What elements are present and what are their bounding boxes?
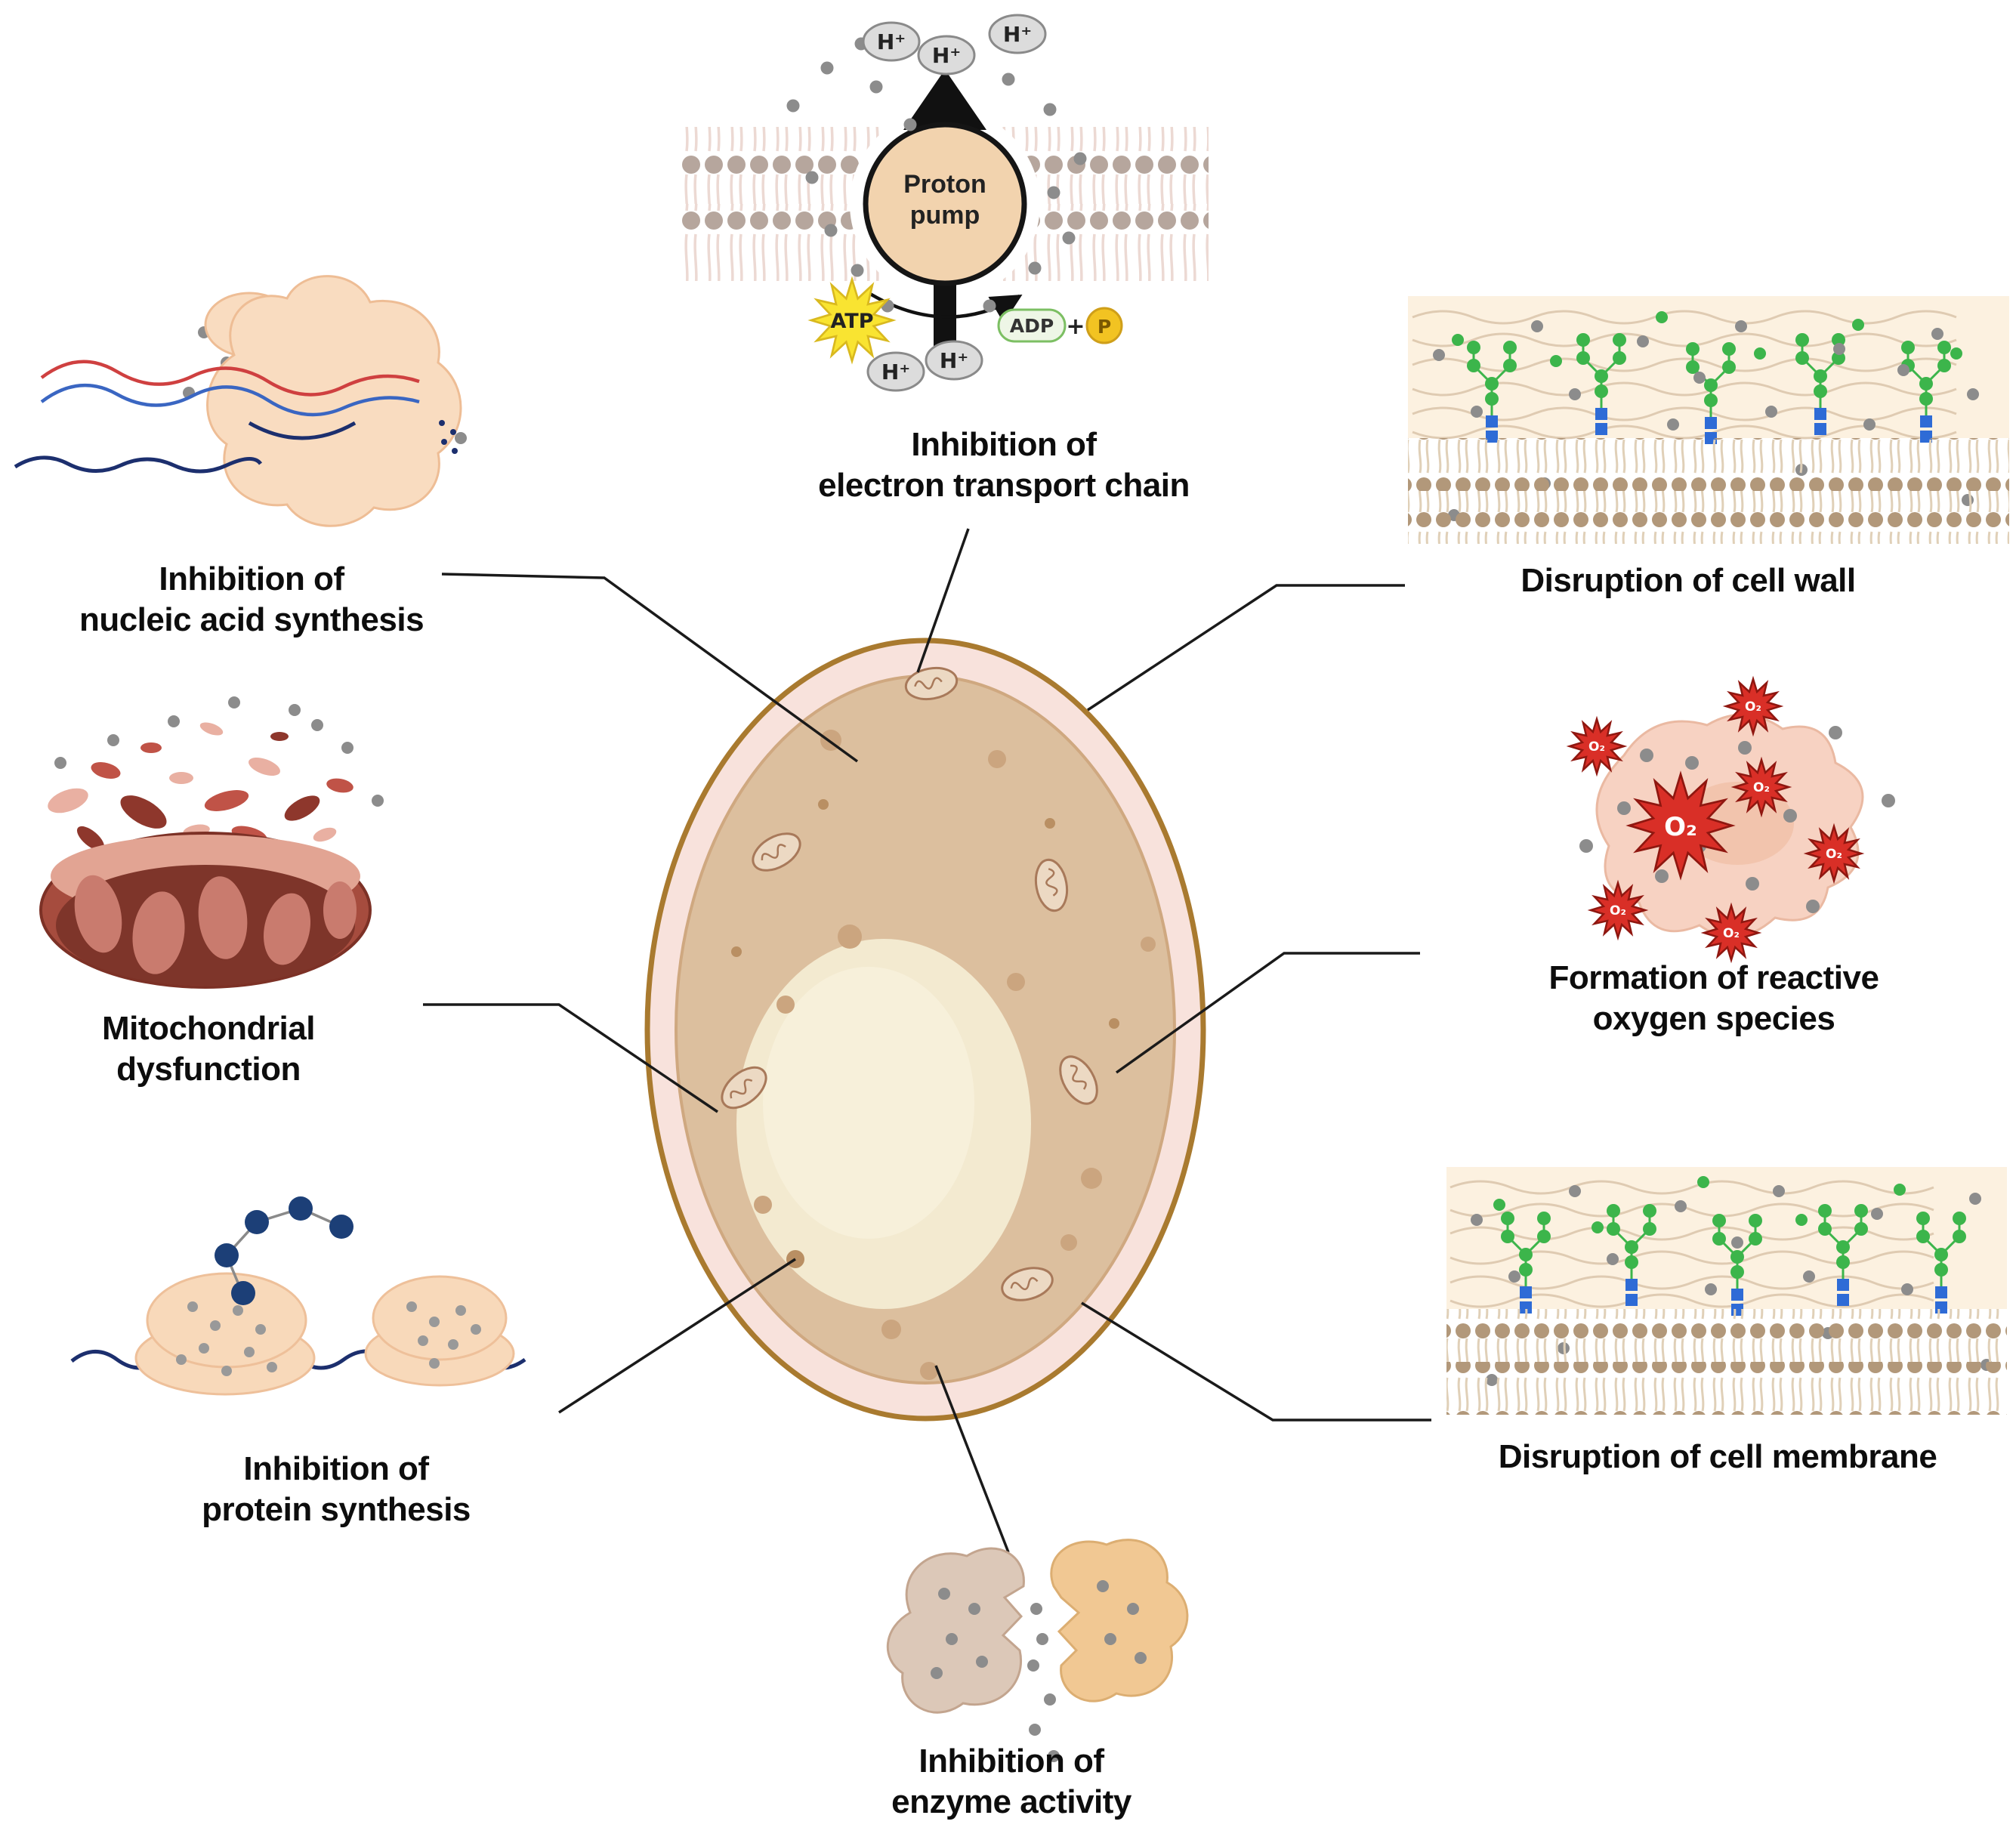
svg-text:O₂: O₂ xyxy=(1723,926,1740,941)
cell-membrane-illustration xyxy=(1446,1167,2007,1415)
label-nucleic-acid-synthesis: Inhibition of nucleic acid synthesis xyxy=(79,560,425,638)
atp-starburst: ATP xyxy=(811,279,893,361)
cell-wall-illustration xyxy=(1408,296,2009,544)
connector-nucleic-acid xyxy=(441,573,859,763)
damaged-mitochondrion-illustration xyxy=(39,696,384,989)
connector-mitochondrial xyxy=(423,1003,718,1113)
label-enzyme-activity: Inhibition of enzyme activity xyxy=(891,1743,1131,1820)
o2-label: O₂ xyxy=(1664,812,1697,842)
svg-text:O₂: O₂ xyxy=(1753,780,1770,795)
dna-synthesis-illustration xyxy=(14,275,467,527)
connector-etc xyxy=(916,528,970,673)
connector-cell-wall xyxy=(1087,584,1405,712)
svg-text:O₂: O₂ xyxy=(1826,847,1842,862)
label-protein-synthesis: Inhibition of protein synthesis xyxy=(202,1450,471,1528)
phosphate-label: P xyxy=(1098,316,1111,338)
gray-dots-mitochondrial xyxy=(54,696,384,807)
o2-burst-large: O₂ xyxy=(1629,774,1732,877)
ribosome-translation-illustration xyxy=(70,1196,526,1396)
connector-ros xyxy=(1115,952,1420,1074)
fungal-cell-illustration xyxy=(644,637,1206,1422)
label-mitochondrial-dysfunction: Mitochondrial dysfunction xyxy=(102,1010,315,1088)
enzyme-left xyxy=(886,1547,1025,1714)
proton-pump-circle xyxy=(863,122,1027,286)
membrane-green-dots xyxy=(1493,1176,1906,1233)
connector-enzyme xyxy=(934,1365,1010,1553)
svg-text:O₂: O₂ xyxy=(1610,903,1626,918)
connector-lines xyxy=(423,528,1431,1553)
wall-green-dots xyxy=(1452,311,1962,367)
atp-label: ATP xyxy=(830,310,873,333)
adp-pill: ADP xyxy=(997,308,1067,343)
h-plus-ion-top-middle: H⁺ xyxy=(917,35,976,76)
gray-dots-enzyme xyxy=(931,1580,1147,1762)
polypeptide-beads xyxy=(215,1196,353,1305)
proton-pump-illustration: H⁺ H⁺ H⁺ H⁺ H⁺ ATP ADP + P xyxy=(680,14,1209,392)
label-reactive-oxygen-species: Formation of reactive oxygen species xyxy=(1548,959,1879,1037)
dna-strand-red xyxy=(40,360,420,397)
explosion-fragments xyxy=(48,722,353,851)
connector-protein xyxy=(558,1258,796,1414)
h-plus-ion-top-right: H⁺ xyxy=(988,14,1047,54)
nucleotide-dots xyxy=(439,420,458,454)
h-plus-label: H⁺ xyxy=(1003,22,1032,47)
gray-dots-ribosomes xyxy=(176,1301,481,1376)
svg-text:O₂: O₂ xyxy=(1745,699,1761,715)
plus-sign: + xyxy=(1066,313,1085,340)
ros-cell-illustration: O₂ O₂ O₂ O₂ O₂ O₂ O₂ xyxy=(1570,679,1895,960)
h-plus-label: H⁺ xyxy=(940,348,968,373)
gray-dots-proton-pump xyxy=(786,37,1087,313)
h-plus-ion-top-left: H⁺ xyxy=(862,21,921,62)
h-plus-ion-bottom-right: H⁺ xyxy=(925,340,983,381)
h-plus-ion-bottom-left: H⁺ xyxy=(866,351,925,392)
ribosome-right xyxy=(364,1275,515,1387)
ribosome-left xyxy=(134,1272,316,1396)
svg-text:O₂: O₂ xyxy=(1588,739,1605,755)
adp-label: ADP xyxy=(1010,315,1054,337)
rna-strand-navy xyxy=(14,455,263,474)
proton-pump-label: Proton pump xyxy=(903,170,986,230)
cell-vesicles xyxy=(731,730,1156,1380)
enzyme-pair-illustration xyxy=(886,1539,1189,1762)
h-plus-label: H⁺ xyxy=(877,29,906,54)
enzyme-right xyxy=(1050,1539,1189,1703)
h-plus-label: H⁺ xyxy=(881,360,910,384)
label-cell-membrane: Disruption of cell membrane xyxy=(1498,1438,1937,1475)
polymerase-body xyxy=(206,275,462,527)
h-plus-label: H⁺ xyxy=(932,43,961,68)
dna-strand-blue xyxy=(40,383,420,417)
template-strand-navy xyxy=(248,421,357,440)
o2-bursts-small: O₂ O₂ O₂ O₂ O₂ O₂ xyxy=(1570,679,1861,960)
connector-cell-membrane xyxy=(1081,1301,1431,1422)
label-electron-transport-chain: Inhibition of electron transport chain xyxy=(818,426,1190,504)
cell-vacuole-highlight xyxy=(763,967,974,1239)
phosphate-circle: P xyxy=(1085,307,1123,344)
gray-dots-ros xyxy=(1579,726,1895,913)
cristae xyxy=(74,875,357,974)
label-cell-wall: Disruption of cell wall xyxy=(1520,562,1856,599)
